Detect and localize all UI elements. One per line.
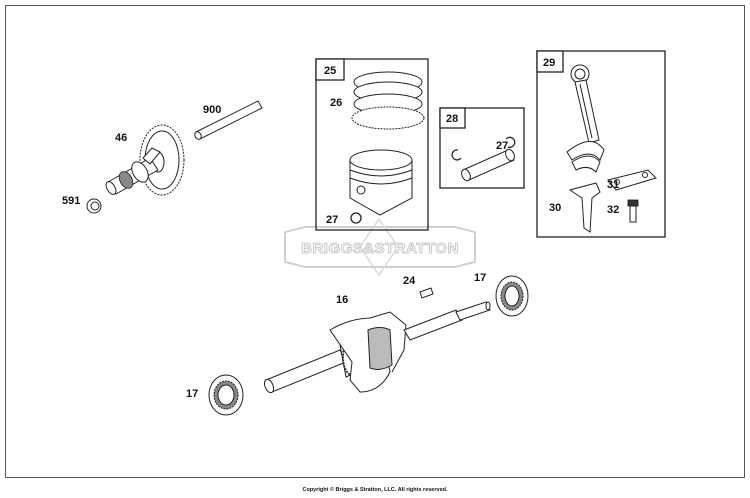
callout-16: 16 [336,294,348,306]
part-28-wrist-pin[interactable] [460,148,516,182]
callout-24: 24 [403,275,416,287]
part-32-screw[interactable] [627,199,639,223]
part-24-key[interactable] [419,287,434,299]
callout-25: 25 [324,65,336,77]
callout-26: 26 [330,97,342,109]
part-25-piston[interactable] [349,149,413,216]
part-16-crankshaft[interactable] [263,301,491,394]
box-25-tab [315,58,345,81]
callout-30: 30 [549,202,561,214]
part-26-piston-rings[interactable] [351,71,425,130]
part-900-pin[interactable] [194,100,263,140]
part-46-camshaft[interactable] [104,124,185,196]
callout-28: 28 [446,113,458,125]
callout-27a: 27 [326,214,338,226]
watermark-text: BRIGGS&STRATTON [301,240,459,257]
callout-17b: 17 [474,272,486,284]
callout-32: 32 [607,204,619,216]
callout-591: 591 [62,195,80,207]
piston-assembly-box [315,58,429,231]
part-30-dipper[interactable] [568,182,601,233]
callout-900: 900 [203,104,221,116]
part-29-connecting-rod[interactable] [566,64,605,173]
copyright-notice: Copyright © Briggs & Stratton, LLC. All … [302,487,448,493]
part-591-seal[interactable] [86,198,102,214]
part-17-bearing-right[interactable] [495,275,529,317]
callout-29: 29 [543,57,555,69]
part-27-retainer-a[interactable] [350,212,362,224]
part-27-retainer-b[interactable] [451,136,516,161]
box-28-tab [439,107,466,129]
diagram-frame [5,5,745,478]
connecting-rod-box [536,50,666,238]
part-17-bearing-left[interactable] [208,374,244,416]
watermark: BRIGGS&STRATTON [284,217,476,277]
callout-17a: 17 [186,388,198,400]
callout-31: 31 [607,179,619,191]
box-29-tab [536,50,564,73]
callout-46: 46 [115,132,127,144]
callout-27b: 27 [496,140,508,152]
part-31-oil-dipper-plate[interactable] [607,169,657,191]
wrist-pin-box [439,107,525,189]
